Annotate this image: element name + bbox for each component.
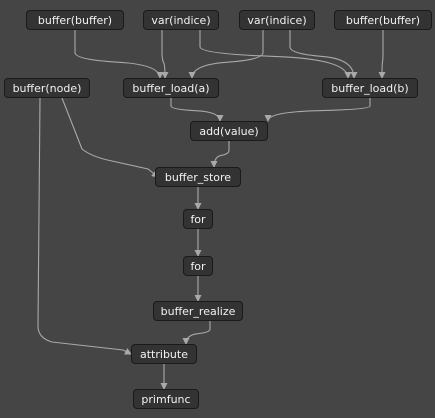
graph-node-for-outer[interactable]: for <box>183 209 213 229</box>
edge-n4-to-n7 <box>378 30 386 79</box>
graph-node-buffer-realize[interactable]: buffer_realize <box>153 301 243 321</box>
edge-n1-to-n6 <box>74 30 164 79</box>
edge-n8-to-n9 <box>210 141 230 168</box>
edge-n5-to-n9 <box>61 97 159 178</box>
graph-node-var-indice-left[interactable]: var(indice) <box>143 10 219 30</box>
edge-n7-to-n8 <box>264 98 371 122</box>
edge-n2-to-n7 <box>199 30 352 79</box>
edge-n6-to-n8 <box>170 98 224 122</box>
graph-node-buffer-buffer-left[interactable]: buffer(buffer) <box>26 10 124 30</box>
edge-n3-to-n6 <box>188 30 264 79</box>
graph-node-primfunc[interactable]: primfunc <box>133 389 199 409</box>
edge-n5-to-n13 <box>37 97 132 355</box>
edge-n12-to-n13 <box>182 321 211 345</box>
graph-node-buffer-load-b[interactable]: buffer_load(b) <box>322 78 418 98</box>
graph-node-add-value[interactable]: add(value) <box>190 121 268 141</box>
edge-n3-to-n7 <box>289 30 358 79</box>
graph-node-buffer-load-a[interactable]: buffer_load(a) <box>123 78 219 98</box>
graph-node-for-inner[interactable]: for <box>183 256 213 276</box>
graph-node-buffer-buffer-right[interactable]: buffer(buffer) <box>334 10 432 30</box>
graph-node-buffer-node[interactable]: buffer(node) <box>4 78 90 98</box>
edge-n2-to-n6 <box>161 30 169 79</box>
graph-node-buffer-store[interactable]: buffer_store <box>155 167 241 187</box>
graph-node-attribute[interactable]: attribute <box>131 344 197 364</box>
graph-node-var-indice-right[interactable]: var(indice) <box>239 10 315 30</box>
